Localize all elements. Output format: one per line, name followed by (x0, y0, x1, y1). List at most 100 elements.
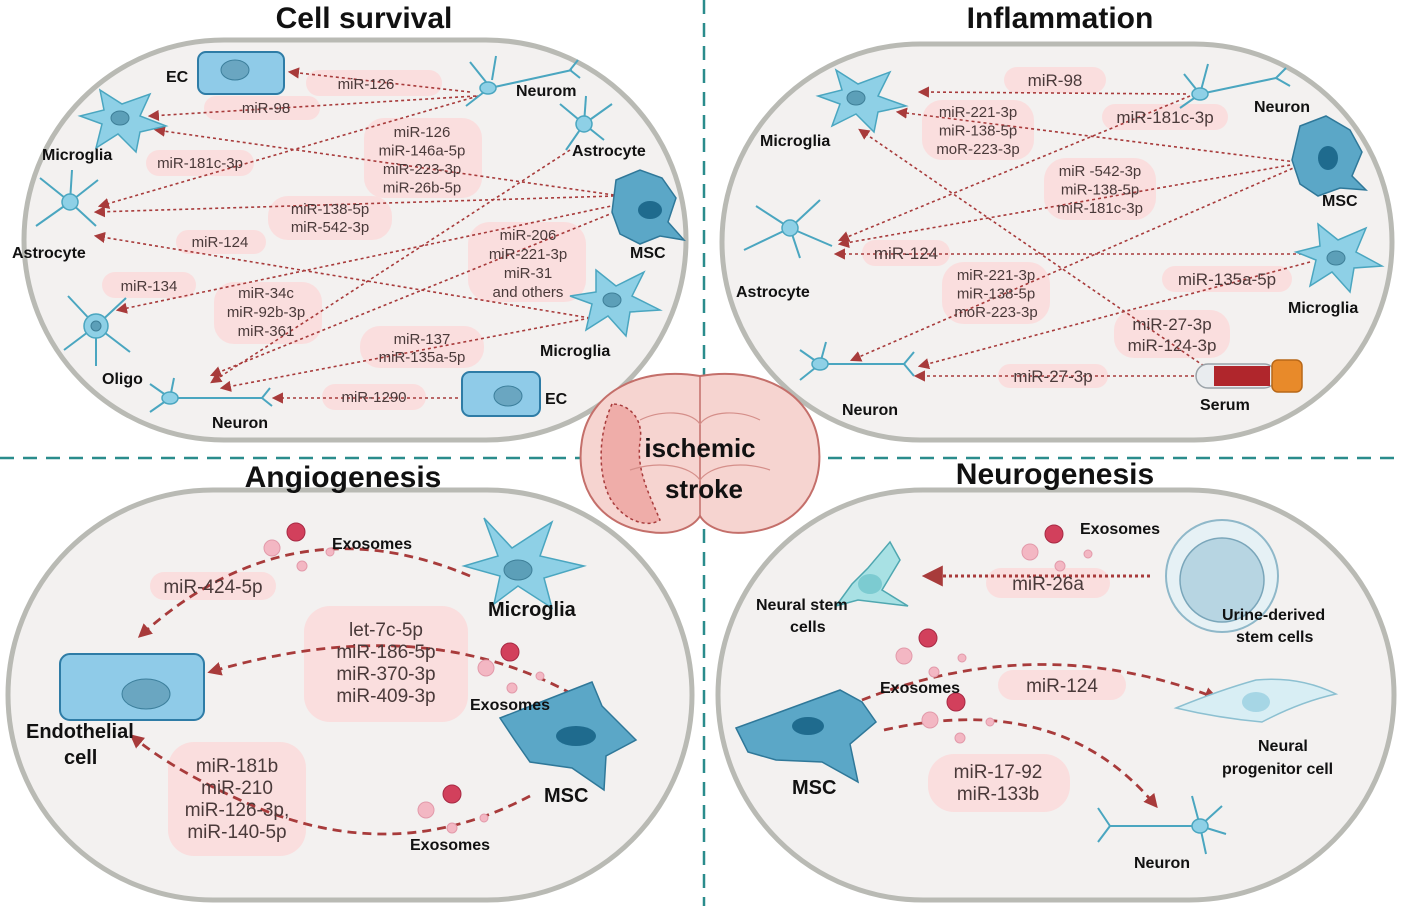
mirna-line: moR-223-3p (954, 304, 1037, 321)
msc-icon (498, 681, 638, 792)
mirna-label: miR-126 (338, 76, 395, 93)
arrow (137, 547, 471, 638)
mirna-label: miR-124 (874, 244, 938, 263)
center-label-line2: stroke (665, 474, 743, 504)
pill (102, 272, 196, 298)
mirna-line: miR-221-3p (489, 246, 567, 263)
pill (322, 384, 426, 410)
mirna-line: miR-542-3p (291, 219, 369, 236)
exosome-icon (417, 801, 435, 819)
exosome-icon (442, 784, 462, 804)
arrow (210, 149, 571, 384)
mirna-line: miR-98 (1028, 71, 1083, 90)
arrow (837, 163, 1297, 248)
angiogenesis-content: Endothelial cell Microglia MSC Exosomes … (26, 517, 638, 856)
mirna-line: miR-26b-5p (383, 180, 461, 197)
exosome-icon (895, 647, 913, 665)
mirna-label: miR-26a (1012, 574, 1084, 595)
urine-stem-cell-icon (1165, 519, 1279, 633)
nucleus-icon (493, 385, 523, 407)
pill (1004, 67, 1106, 93)
pill (862, 240, 950, 266)
arrow (917, 261, 1311, 370)
neuron-icon (465, 55, 581, 107)
mirna-line: miR-181c-3p (157, 155, 243, 172)
mirna-line: miR-34c (238, 285, 294, 302)
exosome-icon (477, 659, 495, 677)
brain-icon (579, 372, 821, 534)
arrow (861, 663, 1219, 702)
mirna-label: miR-1290 (341, 389, 406, 406)
mirna-line: miR-98 (242, 100, 290, 117)
arrow (209, 209, 621, 377)
neurogenesis-title: Neurogenesis (956, 458, 1154, 491)
serum-tube-icon (1195, 359, 1303, 393)
astrocyte-icon (35, 169, 99, 227)
pill (468, 222, 586, 302)
exosome-icon (286, 522, 306, 542)
mirna-line: miR-27-3p (1132, 315, 1211, 334)
exosome-icon (928, 666, 940, 678)
microglia-icon (1293, 222, 1385, 294)
neuron-icon (799, 341, 915, 381)
mirna-label: miR-181c-3p (157, 155, 243, 172)
cell-label: Urine-derived (1222, 607, 1325, 624)
mirna-line: miR-26a (1012, 574, 1084, 595)
mirna-line: miR-124 (1026, 676, 1098, 697)
exosome-icon (1083, 549, 1093, 559)
exosome-icon (479, 813, 489, 823)
mirna-line: miR-126-3p, (185, 800, 290, 821)
mirna-label: miR-181c-3p (1116, 108, 1213, 127)
astrocyte-icon (559, 95, 613, 151)
mirna-line: miR-221-3p (939, 104, 1017, 121)
cell-label: Oligo (102, 371, 143, 388)
exosome-label: Exosomes (410, 837, 490, 854)
mirna-line: miR-135a-5p (379, 349, 466, 366)
mirna-line: miR -542-3p (1059, 163, 1142, 180)
cell-label: Microglia (488, 599, 577, 621)
pill (268, 196, 392, 240)
exosome-icon (985, 717, 995, 727)
inflammation-title: Inflammation (967, 2, 1154, 35)
pill (204, 96, 320, 120)
cell-label: EC (545, 391, 568, 408)
msc-icon (611, 169, 686, 245)
cell-label: Astrocyte (736, 284, 810, 301)
exosome-label: Exosomes (332, 536, 412, 553)
mirna-line: miR-186-5p (336, 642, 435, 663)
mirna-line: miR-409-3p (336, 686, 435, 707)
arrow (93, 195, 615, 218)
mirna-label: miR-134 (121, 278, 178, 295)
mirna-line: miR-424-5p (163, 577, 262, 598)
arrow (883, 718, 1158, 809)
angiogenesis-title: Angiogenesis (245, 461, 442, 494)
mirna-line: miR-126 (338, 76, 395, 93)
mirna-label: miR-98 (242, 100, 290, 117)
mirna-line: and others (493, 284, 564, 301)
mirna-line: let-7c-5p (349, 620, 423, 641)
neural-progenitor-cell-icon (1173, 678, 1339, 723)
cell-survival-content: EC Neurom Microglia Astrocyte (12, 51, 686, 432)
nucleus-icon (121, 678, 171, 710)
neuron-icon (1179, 63, 1291, 109)
cell-label: Neurom (516, 83, 576, 100)
neurogenesis-content: Neural stem cells Urine-derived stem cel… (734, 519, 1339, 872)
exosome-icon (957, 653, 967, 663)
microglia-icon (569, 268, 663, 338)
mirna-label: miR-124 (1026, 676, 1098, 697)
mirna-line: miR-31 (504, 265, 552, 282)
cell-label: Neuron (212, 415, 268, 432)
arrow (129, 734, 531, 836)
microglia-icon (815, 68, 909, 134)
cell-label: Neural stem (756, 597, 848, 614)
mirna-line: miR-1290 (341, 389, 406, 406)
cell-label: Microglia (1288, 300, 1358, 317)
astrocyte-icon (743, 199, 833, 259)
pill (150, 572, 276, 600)
